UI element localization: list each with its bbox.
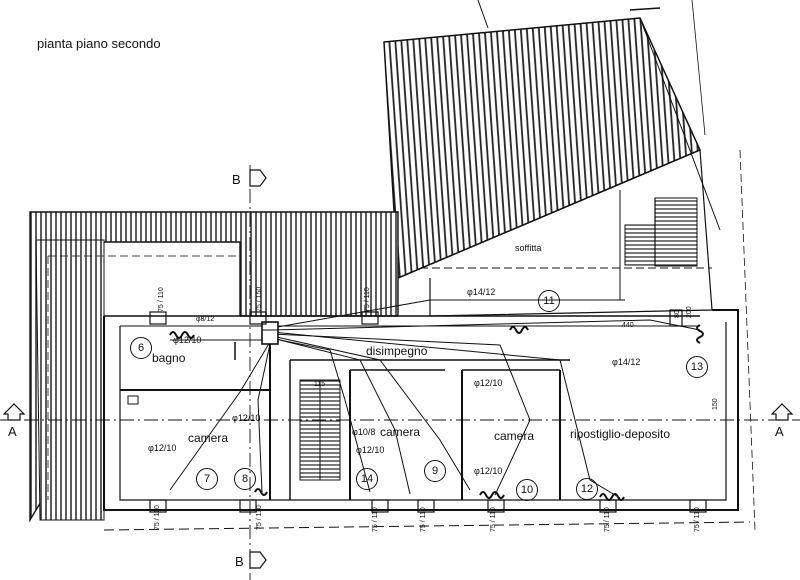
dimension-label: 440 xyxy=(622,322,634,329)
dimension-label: 75 / 110 xyxy=(154,505,161,530)
pipe-label: φ10/8 xyxy=(352,427,376,437)
dimension-label: 75 / 110 xyxy=(372,507,379,532)
room-number: 12 xyxy=(576,478,598,500)
room-soffitta: soffitta xyxy=(515,243,542,253)
dimension-label: 115 xyxy=(314,381,326,388)
section-mark-b-bottom: B xyxy=(235,554,244,569)
pipe-label: φ14/12 xyxy=(467,287,496,297)
roof-hatch-left xyxy=(29,211,399,523)
dimension-label: 75 / 110 xyxy=(490,507,497,532)
pipe-label: φ12/10 xyxy=(356,445,385,455)
outer-wall xyxy=(103,309,739,511)
section-mark-a-right: A xyxy=(775,424,784,439)
pipe-label: φ12/10 xyxy=(232,413,261,423)
pipe-network xyxy=(169,299,701,499)
pipe-label: φ12/10 xyxy=(148,443,177,453)
dimension-label: 75 / 110 xyxy=(604,507,611,532)
room-bagno: bagno xyxy=(152,351,186,365)
section-mark-b-top: B xyxy=(232,172,241,187)
dimension-label: 75 / 110 xyxy=(364,287,371,312)
dimension-label: 75 / 150 xyxy=(256,286,263,312)
room-number: 10 xyxy=(516,479,538,501)
room-number: 7 xyxy=(196,468,218,490)
section-arrow-icon xyxy=(2,169,794,569)
pipe-label: φ12/10 xyxy=(474,378,503,388)
pipe-label: φ8/12 xyxy=(196,316,215,323)
room-number: 9 xyxy=(424,460,446,482)
pipe-coil-icon xyxy=(169,324,704,501)
stair-top-right xyxy=(654,197,698,267)
room-number: 8 xyxy=(234,468,256,490)
dimension-label: 200 xyxy=(686,306,693,318)
collector-icon xyxy=(261,321,279,345)
pipe-label: φ12/10 xyxy=(173,335,202,345)
dimension-label: 75 / 110 xyxy=(256,505,263,530)
dimension-label: 80 xyxy=(674,310,681,318)
dimension-label: 75 / 110 xyxy=(694,507,701,532)
room-number: 13 xyxy=(686,356,708,378)
room-ripostiglio: ripostiglio-deposito xyxy=(570,427,671,441)
dimension-label: 75 / 110 xyxy=(158,287,165,312)
room-camera-1: camera xyxy=(188,431,229,445)
radiator-icon xyxy=(149,309,707,513)
room-number: 14 xyxy=(356,468,378,490)
switch-icon xyxy=(127,395,139,405)
dimension-label: 150 xyxy=(712,398,719,410)
pipe-label: φ14/12 xyxy=(612,357,641,367)
roof-edge-line xyxy=(477,0,489,29)
room-number: 6 xyxy=(130,337,152,359)
room-disimpegno: disimpegno xyxy=(366,344,428,358)
pipe-label: φ12/10 xyxy=(474,466,503,476)
drawing-title: pianta piano secondo xyxy=(37,36,161,51)
room-number: 11 xyxy=(538,290,560,312)
section-mark-a-left: A xyxy=(8,424,17,439)
room-camera-3: camera xyxy=(494,429,535,443)
dimension-label: 75 / 110 xyxy=(420,507,427,532)
room-camera-2: camera xyxy=(380,425,421,439)
